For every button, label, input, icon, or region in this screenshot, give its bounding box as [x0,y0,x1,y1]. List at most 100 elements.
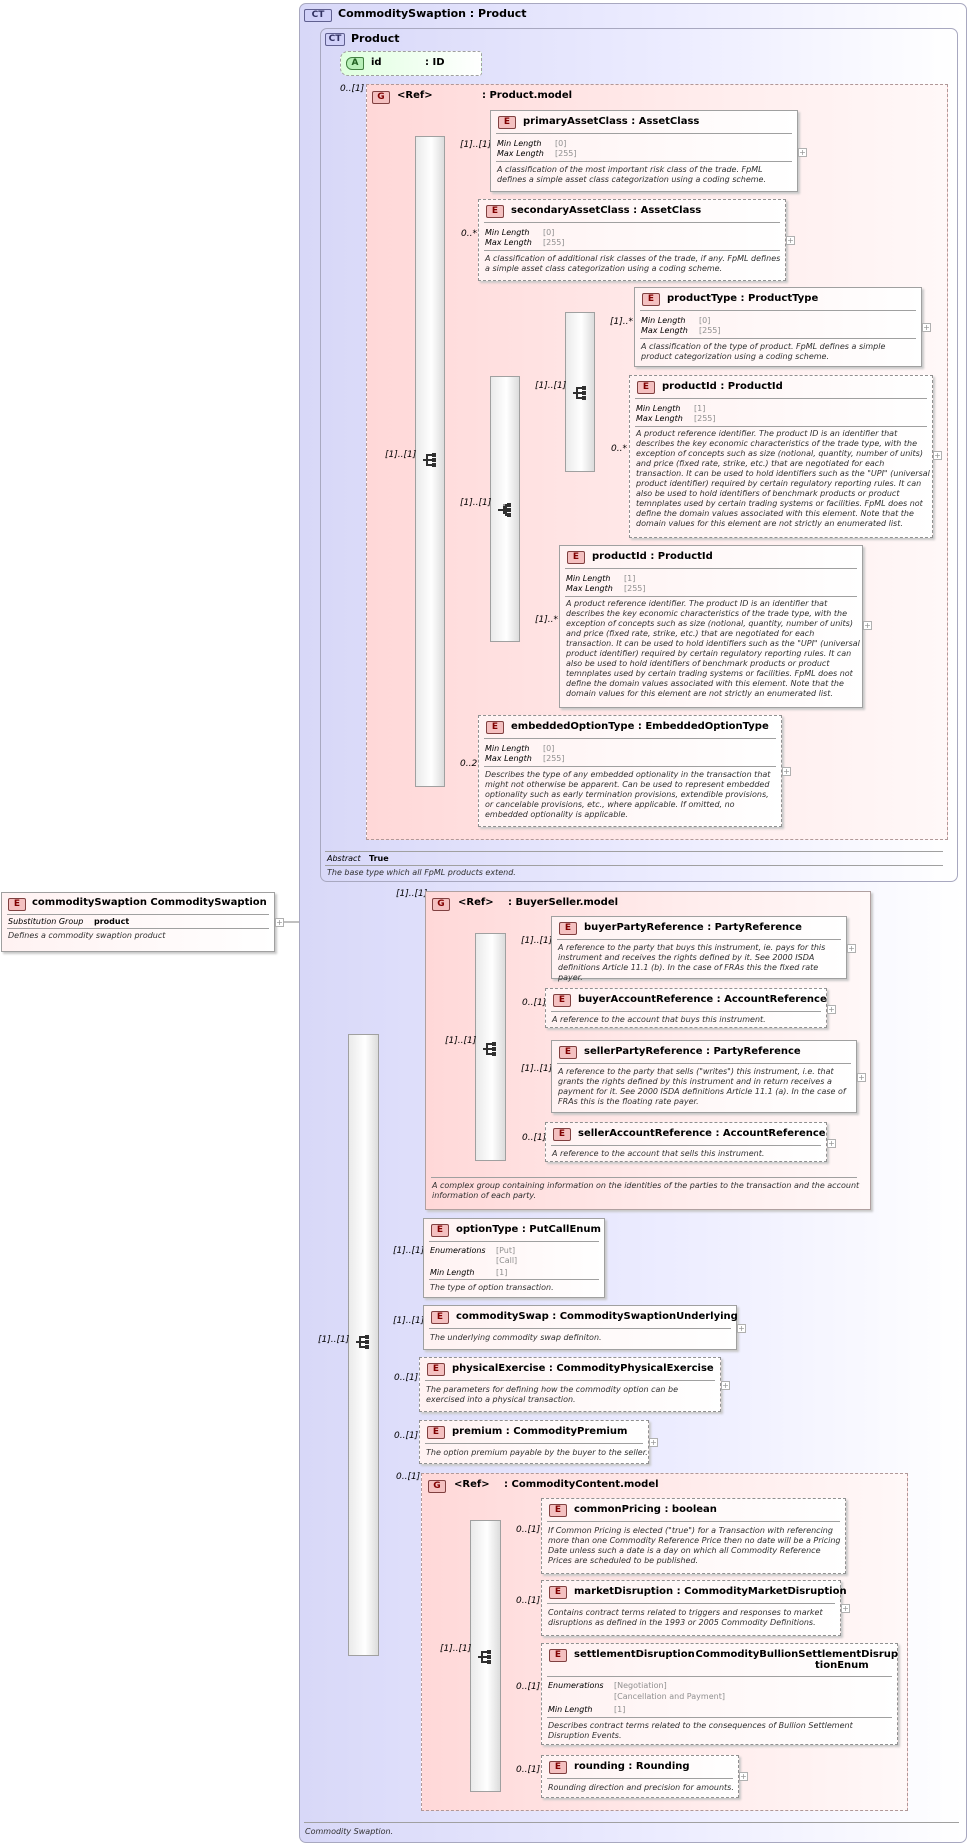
element-secondary-asset-class[interactable]: E secondaryAssetClass : AssetClass Min L… [478,199,786,281]
min-length-label: Min Length [485,744,530,753]
min-length-value: [1] [496,1268,508,1277]
element-name: commonPricing : boolean [574,1504,717,1515]
element-name: buyerPartyReference : PartyReference [584,922,802,933]
cardinality-label: [1]..[1] [535,381,567,391]
expand-icon[interactable]: + [737,1324,746,1333]
cardinality-label: [1]..[1] [445,1036,477,1046]
element-name: physicalExercise : CommodityPhysicalExer… [452,1363,714,1374]
max-length-label: Max Length [485,238,532,247]
expand-icon[interactable]: + [649,1438,658,1447]
element-badge: E [559,922,577,935]
attribute-badge: A [346,57,364,70]
expand-icon[interactable]: + [827,1005,836,1014]
expand-icon[interactable]: + [786,236,795,245]
element-description: A product reference identifier. The prod… [636,429,930,528]
min-length-value: [0] [699,316,711,325]
element-market-disruption[interactable]: E marketDisruption : CommodityMarketDisr… [541,1580,847,1636]
element-embedded-option-type[interactable]: E embeddedOptionType : EmbeddedOptionTyp… [478,715,782,827]
sequence-compositor[interactable] [475,933,506,1161]
element-buyer-party-reference[interactable]: E buyerPartyReference : PartyReference A… [551,916,847,982]
attribute-id[interactable]: A id : ID [340,51,482,76]
element-description: A product reference identifier. The prod… [566,599,860,698]
choice-compositor[interactable] [490,376,520,642]
element-seller-party-reference[interactable]: E sellerPartyReference : PartyReference … [551,1040,857,1113]
enumerations-label: Enumerations [548,1681,604,1690]
cardinality-label: 0..* [611,444,627,454]
element-product-type[interactable]: E productType : ProductType Min Length [… [634,287,922,367]
expand-icon[interactable]: + [798,148,807,157]
cardinality-label: [1]..[1] [440,1644,472,1654]
expand-icon[interactable]: + [847,944,856,953]
expand-icon[interactable]: + [739,1772,748,1781]
element-description: A reference to the account that buys thi… [552,1015,766,1024]
sequence-compositor[interactable] [415,136,445,787]
element-badge: E [431,1224,449,1237]
element-badge: E [549,1504,567,1517]
complex-type-title: Product [351,32,400,45]
enumerations-label: Enumerations [430,1246,486,1255]
element-buyer-account-reference[interactable]: E buyerAccountReference : AccountReferen… [545,988,827,1028]
cardinality-label: 0..[1] [516,1525,541,1535]
substitution-group-value: product [94,917,130,926]
element-badge: E [553,1128,571,1141]
min-length-label: Min Length [497,139,542,148]
element-premium[interactable]: E premium : CommodityPremium The option … [419,1420,649,1464]
group-badge: G [372,91,390,104]
element-name: embeddedOptionType : EmbeddedOptionType [511,721,769,732]
sequence-compositor[interactable] [470,1520,501,1792]
group-name: : BuyerSeller.model [508,897,619,908]
element-name: productId : ProductId [592,551,713,562]
sequence-icon [423,453,436,467]
expand-icon[interactable]: + [863,621,872,630]
element-badge: E [8,898,26,911]
min-length-value: [0] [543,744,555,753]
abstract-value: True [369,854,389,863]
element-seller-account-reference[interactable]: E sellerAccountReference : AccountRefere… [545,1122,827,1162]
max-length-value: [255] [624,584,646,593]
cardinality-label: 0..[1] [516,1596,541,1606]
sequence-compositor[interactable] [348,1034,379,1656]
expand-icon[interactable]: + [782,767,791,776]
element-physical-exercise[interactable]: E physicalExercise : CommodityPhysicalEx… [419,1357,721,1412]
element-badge: E [431,1311,449,1324]
element-rounding[interactable]: E rounding : Rounding Rounding direction… [541,1755,739,1798]
element-badge: E [427,1426,445,1439]
expand-icon[interactable]: + [827,1139,836,1148]
complex-type-title: CommoditySwaption : Product [338,7,527,20]
element-description: Contains contract terms related to trigg… [548,1608,823,1627]
element-commodity-swap[interactable]: E commoditySwap : CommoditySwaptionUnder… [423,1305,738,1350]
element-type: : CommodityBullionSettlementDisrup [688,1649,899,1660]
cardinality-label: [1]..[1] [460,140,492,150]
cardinality-label: 0..[1] [394,1373,419,1383]
element-product-id[interactable]: E productId : ProductId Min Length [1] M… [629,375,933,538]
max-length-value: [255] [543,238,565,247]
cardinality-label: [1]..* [535,615,558,625]
element-option-type[interactable]: E optionType : PutCallEnum Enumerations … [423,1218,605,1298]
group-name: : Product.model [482,90,573,101]
element-settlement-disruption[interactable]: E settlementDisruption : CommodityBullio… [541,1643,898,1745]
element-name: secondaryAssetClass : AssetClass [511,205,702,216]
sequence-compositor[interactable] [565,312,595,472]
element-description: Describes contract terms related to the … [548,1721,853,1740]
sequence-icon [478,1650,491,1664]
element-description: A reference to the account that sells th… [552,1149,765,1158]
element-common-pricing[interactable]: E commonPricing : boolean If Common Pric… [541,1498,846,1574]
expand-icon[interactable]: + [922,323,931,332]
expand-icon[interactable]: + [721,1381,730,1390]
min-length-value: [1] [624,574,636,583]
element-description: A reference to the party that sells ("wr… [558,1067,846,1106]
cardinality-label: 0..[1] [522,1133,547,1143]
expand-icon[interactable]: + [841,1604,850,1613]
expand-icon[interactable]: + [275,918,284,927]
element-badge: E [549,1761,567,1774]
complex-type-footer: Commodity Swaption. [305,1827,394,1836]
element-product-id[interactable]: E productId : ProductId Min Length [1] M… [559,545,863,708]
cardinality-label: [1]..[1] [318,1335,350,1345]
element-primary-asset-class[interactable]: E primaryAssetClass : AssetClass Min Len… [490,110,798,192]
root-element-commodity-swaption[interactable]: E commoditySwaption CommoditySwaption Su… [1,892,275,952]
expand-icon[interactable]: + [857,1073,866,1082]
group-badge: G [428,1480,446,1493]
expand-icon[interactable]: + [933,451,942,460]
cardinality-label: 0..[1] [516,1682,541,1692]
element-name: productType : ProductType [667,293,819,304]
